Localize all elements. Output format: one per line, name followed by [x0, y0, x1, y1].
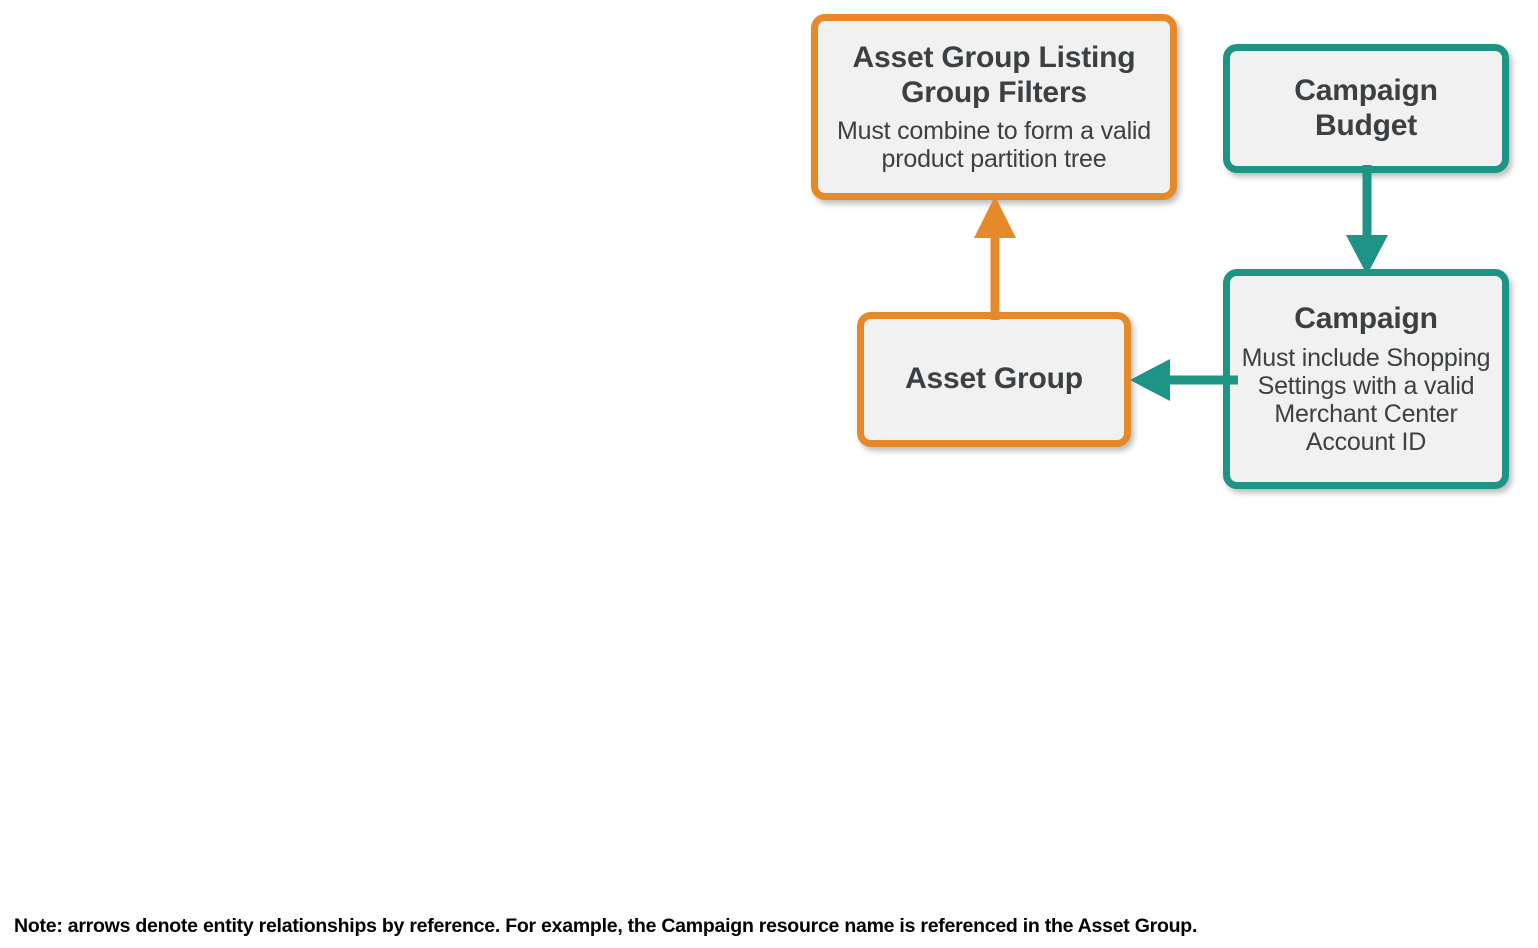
arrow-campaign-to-asset-group — [1130, 359, 1238, 401]
diagram-note: Note: arrows denote entity relationships… — [14, 915, 1198, 937]
node-subtitle: Must combine to form a valid product par… — [837, 117, 1151, 174]
node-title: Campaign — [1294, 302, 1438, 336]
node-title: Asset Group — [905, 362, 1083, 396]
arrow-campaign-budget-to-campaign — [1346, 165, 1388, 275]
node-campaign-budget[interactable]: Campaign Budget — [1223, 44, 1509, 173]
node-asset-group[interactable]: Asset Group — [857, 312, 1131, 447]
node-title: Asset Group Listing Group Filters — [852, 40, 1136, 109]
node-title: Campaign Budget — [1294, 73, 1438, 142]
arrow-asset-group-to-listing-group-filters — [974, 196, 1016, 320]
node-asset-group-listing-group-filters[interactable]: Asset Group Listing Group Filters Must c… — [811, 14, 1177, 200]
node-campaign[interactable]: Campaign Must include Shopping Settings … — [1223, 269, 1509, 489]
node-subtitle: Must include Shopping Settings with a va… — [1241, 343, 1491, 456]
